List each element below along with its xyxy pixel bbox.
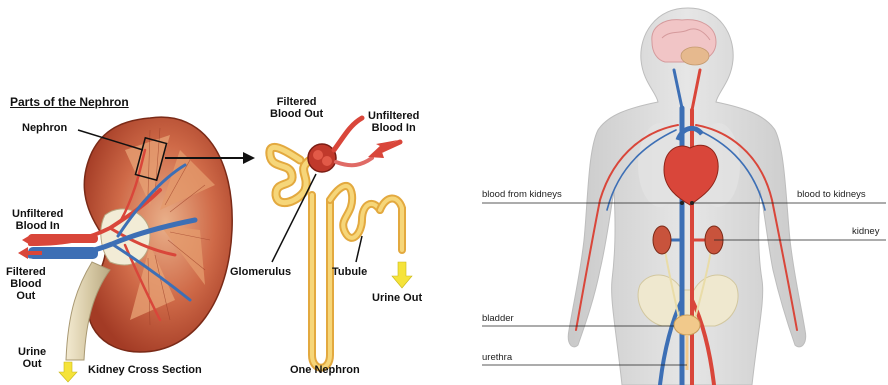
label-blood-to-kidneys: blood to kidneys: [797, 189, 866, 201]
kidney-cross-section: [18, 117, 255, 382]
label-glomerulus: Glomerulus: [230, 266, 291, 278]
label-filtered-blood-out-left: Filtered Blood Out: [6, 266, 46, 302]
label-tubule: Tubule: [332, 266, 367, 278]
label-urine-out-left: Urine Out: [18, 346, 46, 370]
label-unfiltered-blood-in-left: Unfiltered Blood In: [12, 208, 63, 232]
label-nephron: Nephron: [22, 122, 67, 134]
nephron-panel-title: Parts of the Nephron: [10, 95, 129, 109]
label-bladder: bladder: [482, 313, 514, 325]
single-nephron: [270, 118, 412, 368]
label-kidney: kidney: [852, 226, 879, 238]
label-blood-from-kidneys: blood from kidneys: [482, 189, 562, 201]
label-filtered-blood-out-top: Filtered Blood Out: [270, 96, 323, 120]
label-kidney-cross-section: Kidney Cross Section: [88, 364, 202, 376]
label-unfiltered-blood-in-top: Unfiltered Blood In: [368, 110, 419, 134]
label-urine-out-right: Urine Out: [372, 292, 422, 304]
label-urethra: urethra: [482, 352, 512, 364]
label-one-nephron: One Nephron: [290, 364, 360, 376]
